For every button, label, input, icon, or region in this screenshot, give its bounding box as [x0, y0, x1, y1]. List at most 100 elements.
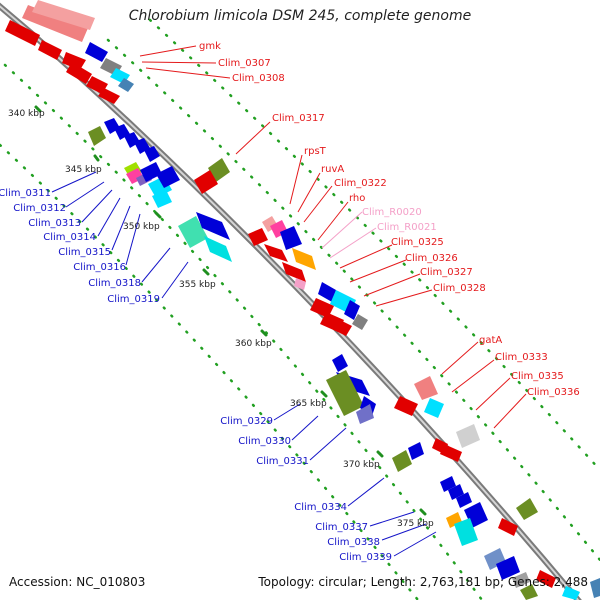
gene-label-clim-0315: Clim_0315	[58, 247, 111, 258]
gene-bottom-cyan	[562, 586, 580, 600]
gene-fwd-blue-2	[318, 282, 336, 302]
tick-345	[93, 154, 100, 162]
gene-label-clim-0308: Clim_0308	[232, 73, 285, 84]
scale-labels: 340 kbp 345 kbp 350 kbp 355 kbp 360 kbp …	[8, 109, 434, 529]
gene-label-gmk: gmk	[199, 41, 221, 52]
gene-rev-cyan-2	[152, 190, 172, 208]
gene-rho-orange	[292, 248, 316, 270]
gene-rev-blue-12	[408, 442, 424, 460]
gene-rev-olive-3	[392, 450, 412, 472]
gene-label-clim-0327: Clim_0327	[420, 267, 473, 278]
gene-label-clim-0314: Clim_0314	[43, 232, 96, 243]
gene-bottom-red	[536, 570, 556, 588]
gene-label-rpst: rpsT	[304, 146, 327, 157]
gene-rev-olive-2	[326, 370, 364, 416]
gene-fwd-red-j	[498, 518, 518, 536]
gene-label-clim-0334: Clim_0334	[294, 502, 347, 513]
gene-top-red-2	[38, 40, 62, 60]
gene-rev-blue-7	[156, 166, 180, 188]
gene-top-red-1	[5, 20, 40, 46]
dotted-tracks	[0, 18, 600, 600]
gene-fwd-blue-3	[344, 300, 360, 320]
gene-label-clim-0316: Clim_0316	[73, 262, 126, 273]
gene-label-clim-0313: Clim_0313	[28, 218, 81, 229]
map-title: Chlorobium limicola DSM 245, complete ge…	[128, 8, 472, 24]
gene-label-clim-0325: Clim_0325	[391, 237, 444, 248]
gene-rev-cyan-3	[204, 236, 232, 262]
gene-fwd-red-f	[334, 320, 352, 336]
gene-top-red-5	[86, 76, 108, 94]
scale-label-350: 350 kbp	[123, 222, 160, 232]
gene-label-ruva: ruvA	[321, 164, 344, 175]
gene-rev-slate	[356, 404, 374, 424]
gene-label-clim-r0021: Clim_R0021	[377, 222, 437, 233]
gene-label-clim-0307: Clim_0307	[218, 58, 271, 69]
reverse-gene-labels: Clim_0311 Clim_0312 Clim_0313 Clim_0314 …	[0, 188, 392, 563]
gene-label-clim-0336: Clim_0336	[527, 387, 580, 398]
gene-top-steel	[118, 78, 134, 92]
scale-label-370: 370 kbp	[343, 460, 380, 470]
gene-top-blue	[85, 42, 108, 62]
gene-top-red-6	[98, 88, 120, 104]
gene-fwd-lightgray	[456, 424, 480, 448]
gene-clim-0317-red	[194, 170, 218, 194]
gene-rev-blue-6	[140, 162, 162, 182]
tick-370	[376, 450, 384, 458]
gene-label-clim-0328: Clim_0328	[433, 283, 486, 294]
gene-label-clim-0333: Clim_0333	[495, 352, 548, 363]
scale-label-365: 365 kbp	[290, 399, 327, 409]
gene-bottom-olive	[520, 584, 538, 600]
gene-clim-0317-olive	[208, 158, 230, 182]
accession-label: Accession: NC_010803	[9, 575, 146, 589]
scale-label-355: 355 kbp	[179, 280, 216, 290]
scale-ticks	[34, 105, 427, 516]
gene-fwd-cyan-2	[424, 398, 444, 418]
gene-label-clim-r0020: Clim_R0020	[362, 207, 422, 218]
gene-label-clim-0322: Clim_0322	[334, 178, 387, 189]
reverse-leader-lines	[51, 171, 437, 557]
rna-leader-lines	[321, 211, 377, 259]
gene-label-clim-0311: Clim_0311	[0, 188, 51, 199]
gene-block-top	[32, 0, 95, 30]
tick-365	[320, 390, 328, 398]
gene-fwd-red-c	[282, 262, 306, 282]
gene-label-clim-0318: Clim_0318	[88, 278, 141, 289]
gene-olive-1	[88, 126, 106, 146]
gene-top-red-4	[66, 62, 92, 84]
gene-bottom-steel	[590, 578, 600, 598]
tick-350	[154, 211, 162, 219]
gene-fwd-red-g	[394, 396, 418, 416]
scale-label-360: 360 kbp	[235, 339, 272, 349]
gene-gmk	[22, 5, 88, 42]
gene-rev-blue-9	[332, 354, 348, 372]
genome-stats: Topology: circular; Length: 2,763,181 bp…	[258, 575, 588, 589]
scale-label-340: 340 kbp	[8, 109, 45, 119]
forward-leader-lines	[139, 45, 527, 429]
gene-rev-blue-5	[144, 146, 160, 162]
gene-gata	[414, 376, 438, 400]
gene-label-clim-0335: Clim_0335	[511, 371, 564, 382]
gene-rev-blue-8	[196, 212, 230, 240]
gene-rev-seafoam	[178, 216, 208, 248]
gene-label-clim-0319: Clim_0319	[107, 294, 160, 305]
gene-rev-cyan-4	[454, 518, 478, 546]
gene-fwd-olive-4	[516, 498, 538, 520]
gene-label-clim-0331: Clim_0331	[256, 456, 309, 467]
gene-fwd-gray	[352, 314, 368, 330]
gene-fwd-red-i	[440, 444, 462, 462]
gene-label-gata: gatA	[479, 335, 502, 346]
scale-label-375: 375 kbp	[397, 519, 434, 529]
gene-label-rho: rho	[349, 193, 365, 204]
gene-rna-pink	[294, 278, 306, 290]
gene-label-clim-0317: Clim_0317	[272, 113, 325, 124]
gene-bottom-gray	[512, 572, 530, 588]
gene-bottom-blue	[496, 556, 520, 580]
tick-375	[419, 508, 427, 516]
gene-fwd-blue	[280, 226, 302, 250]
tick-340	[34, 105, 42, 113]
gene-label-clim-0337: Clim_0337	[315, 522, 368, 533]
tick-355	[202, 268, 210, 276]
forward-gene-labels: gmk Clim_0307 Clim_0308 Clim_0317 rpsT r…	[199, 41, 580, 398]
